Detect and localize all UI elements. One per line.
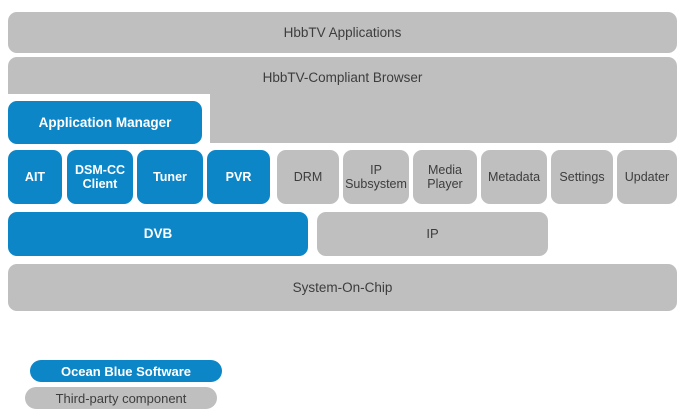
component-metadata: Metadata <box>481 150 547 204</box>
component-settings: Settings <box>551 150 613 204</box>
component-media-player: Media Player <box>413 150 477 204</box>
component-updater: Updater <box>617 150 677 204</box>
transport-dvb: DVB <box>8 212 308 256</box>
transport-ip: IP <box>317 212 548 256</box>
component-drm: DRM <box>277 150 339 204</box>
block-application-manager: Application Manager <box>8 101 202 144</box>
layer-system-on-chip: System-On-Chip <box>8 264 677 311</box>
component-ip-subsystem: IP Subsystem <box>343 150 409 204</box>
component-ait: AIT <box>8 150 62 204</box>
component-pvr: PVR <box>207 150 270 204</box>
layer-hbbtv-applications: HbbTV Applications <box>8 12 677 53</box>
legend-item-third-party-component: Third-party component <box>25 387 217 409</box>
component-tuner: Tuner <box>137 150 203 204</box>
legend-item-ocean-blue-software: Ocean Blue Software <box>30 360 222 382</box>
component-dsm-cc-client: DSM-CC Client <box>67 150 133 204</box>
